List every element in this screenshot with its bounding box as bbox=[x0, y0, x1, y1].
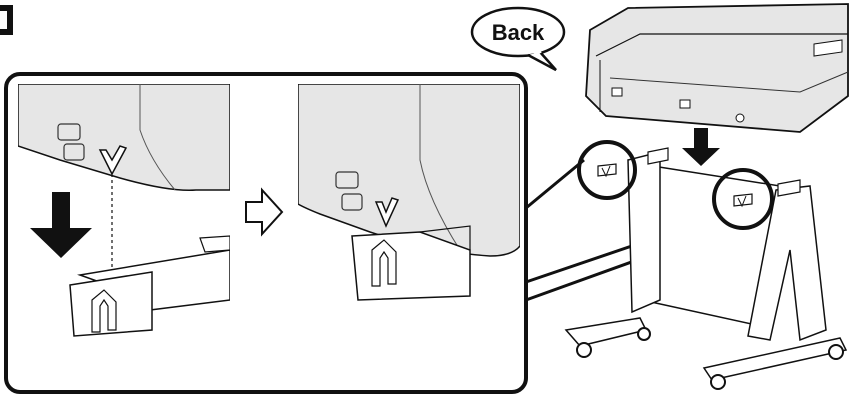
down-arrow-icon bbox=[682, 128, 720, 166]
step-marker bbox=[0, 8, 10, 32]
printer-stand bbox=[566, 148, 846, 389]
caster bbox=[829, 345, 843, 359]
caster bbox=[711, 375, 725, 389]
back-label: Back bbox=[492, 20, 545, 45]
back-callout: Back bbox=[472, 8, 564, 70]
detail-panel bbox=[6, 74, 726, 392]
caster bbox=[577, 343, 591, 357]
printer bbox=[586, 4, 848, 132]
caster bbox=[638, 328, 650, 340]
highlight-circle-left bbox=[579, 142, 635, 198]
